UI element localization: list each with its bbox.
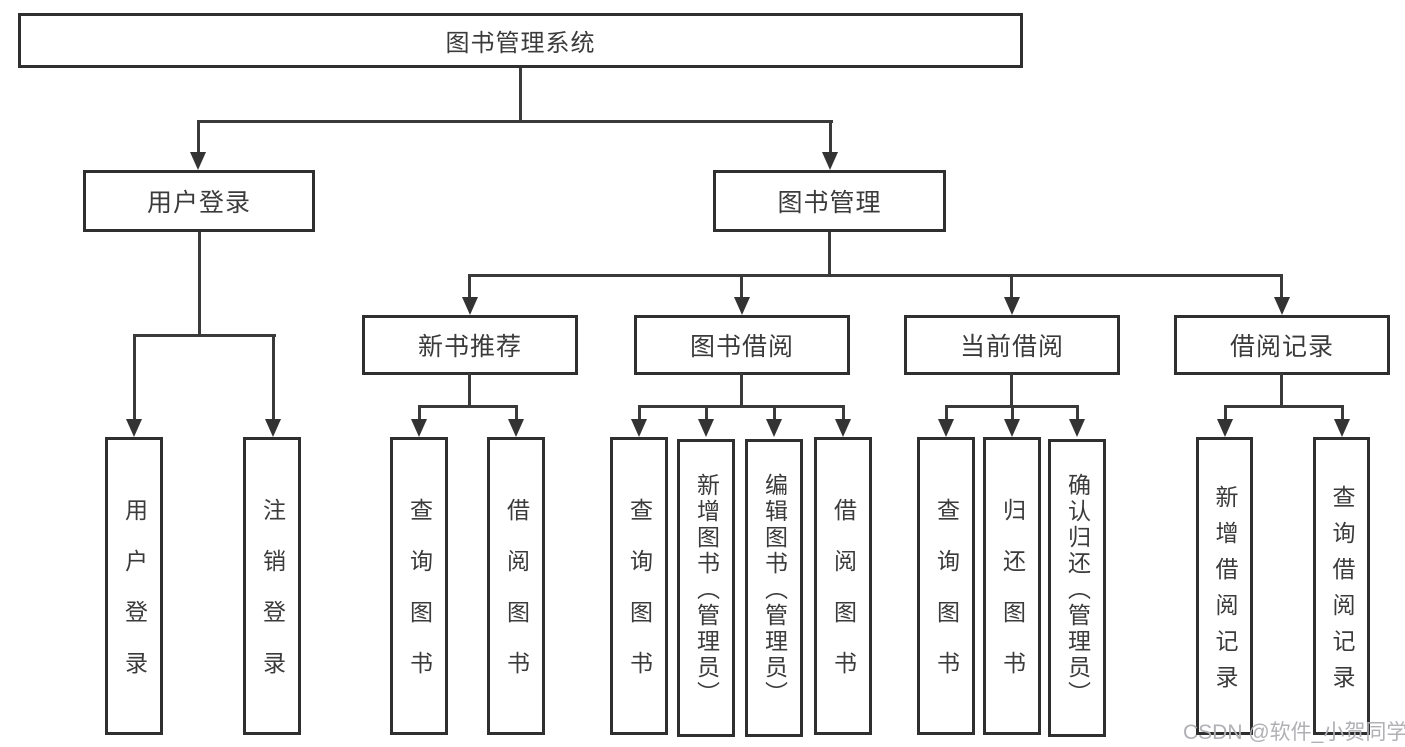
node-leaf-add-book-admin-label: 新增图书（管理员） — [693, 472, 720, 707]
node-leaf-query-books-recommend-label: 查询图书 — [406, 498, 433, 702]
node-borrowing-records-label: 借阅记录 — [1229, 333, 1334, 361]
connector-current-stem — [1010, 373, 1013, 407]
arrow-to-leaf-logout-icon — [265, 419, 281, 437]
connector-to-query-books-recommend — [418, 405, 421, 421]
connector-to-add-book-admin — [705, 405, 708, 421]
connector-root-crossbar — [197, 120, 833, 123]
connector-records-stem — [1280, 373, 1283, 407]
node-leaf-query-books-borrow-label: 查询图书 — [626, 498, 653, 702]
arrow-to-query-books-recommend-icon — [411, 419, 427, 437]
connector-to-edit-book-admin — [773, 405, 776, 421]
connector-to-leaf-logout — [272, 334, 275, 419]
connector-to-query-books-current — [945, 405, 948, 421]
arrow-to-borrow-books-recommend-icon — [508, 419, 524, 437]
arrow-to-borrow-books-icon — [835, 419, 851, 437]
connector-root-stem — [519, 68, 522, 122]
arrow-to-new-book-recommendation-icon — [462, 297, 478, 315]
node-leaf-logout: 注销登录 — [243, 437, 301, 735]
node-leaf-logout-label: 注销登录 — [259, 498, 286, 702]
node-leaf-edit-book-admin-label: 编辑图书（管理员） — [761, 472, 788, 707]
connector-to-confirm-return-admin — [1076, 405, 1079, 421]
connector-to-leaf-user-login — [133, 334, 136, 419]
node-leaf-query-borrow-record-label: 查询借阅记录 — [1329, 484, 1355, 701]
connector-to-query-books-borrow — [638, 405, 641, 421]
node-user-login: 用户登录 — [83, 170, 315, 232]
node-new-book-recommendation-label: 新书推荐 — [417, 333, 522, 361]
node-current-borrowing: 当前借阅 — [904, 315, 1120, 375]
arrow-to-book-borrowing-icon — [734, 297, 750, 315]
arrow-to-query-borrow-record-icon — [1334, 419, 1350, 437]
connector-borrowing-crossbar — [638, 405, 845, 408]
arrow-to-user-login-icon — [190, 152, 206, 170]
arrow-to-return-books-icon — [1004, 419, 1020, 437]
connector-to-borrow-books — [842, 405, 845, 421]
node-leaf-add-borrow-record-label: 新增借阅记录 — [1212, 484, 1238, 701]
node-leaf-borrow-books-recommend: 借阅图书 — [487, 437, 545, 735]
connector-to-add-borrow-record — [1224, 405, 1227, 421]
node-library-system: 图书管理系统 — [18, 13, 1023, 68]
connector-recommend-stem — [468, 373, 471, 407]
node-borrowing-records: 借阅记录 — [1174, 315, 1390, 375]
node-leaf-add-borrow-record: 新增借阅记录 — [1196, 437, 1253, 735]
node-leaf-user-login: 用户登录 — [105, 437, 163, 735]
connector-recommend-crossbar — [418, 405, 518, 408]
arrow-to-query-books-borrow-icon — [631, 419, 647, 437]
connector-to-return-books — [1011, 405, 1014, 421]
connector-borrowing-stem — [740, 373, 743, 407]
connector-to-borrowing-records — [1280, 274, 1283, 299]
connector-book-management-stem — [828, 232, 831, 276]
arrow-to-query-books-current-icon — [938, 419, 954, 437]
arrow-to-confirm-return-admin-icon — [1069, 419, 1085, 437]
node-leaf-return-books: 归还图书 — [983, 437, 1041, 735]
node-book-management: 图书管理 — [713, 170, 946, 232]
node-leaf-borrow-books: 借阅图书 — [814, 437, 872, 735]
arrow-to-current-borrowing-icon — [1004, 297, 1020, 315]
node-leaf-user-login-label: 用户登录 — [121, 498, 148, 702]
node-library-system-label: 图书管理系统 — [445, 30, 596, 57]
node-leaf-confirm-return-admin-label: 确认归还（管理员） — [1064, 472, 1091, 707]
node-book-borrowing-label: 图书借阅 — [689, 333, 794, 361]
connector-to-book-management — [829, 120, 832, 154]
node-book-management-label: 图书管理 — [777, 189, 882, 217]
connector-user-login-crossbar — [133, 334, 276, 337]
node-book-borrowing: 图书借阅 — [634, 315, 850, 375]
node-leaf-add-book-admin: 新增图书（管理员） — [677, 439, 735, 737]
arrow-to-borrowing-records-icon — [1274, 297, 1290, 315]
arrow-to-leaf-user-login-icon — [126, 419, 142, 437]
node-leaf-return-books-label: 归还图书 — [999, 498, 1026, 702]
node-new-book-recommendation: 新书推荐 — [362, 315, 578, 375]
node-leaf-query-books-recommend: 查询图书 — [390, 437, 448, 735]
node-leaf-borrow-books-recommend-label: 借阅图书 — [503, 498, 530, 702]
arrow-to-add-book-admin-icon — [698, 419, 714, 437]
node-leaf-confirm-return-admin: 确认归还（管理员） — [1048, 439, 1106, 737]
connector-to-borrow-books-recommend — [515, 405, 518, 421]
node-leaf-query-borrow-record: 查询借阅记录 — [1313, 437, 1370, 735]
node-leaf-edit-book-admin: 编辑图书（管理员） — [745, 439, 803, 737]
csdn-watermark: CSDN @软件_小贺同学 — [1183, 721, 1405, 744]
node-leaf-query-books-borrow: 查询图书 — [610, 437, 668, 735]
arrow-to-add-borrow-record-icon — [1217, 419, 1233, 437]
connector-to-current-borrowing — [1010, 274, 1013, 299]
connector-to-query-borrow-record — [1341, 405, 1344, 421]
connector-book-management-crossbar — [469, 274, 1283, 277]
connector-to-book-borrowing — [740, 274, 743, 299]
node-leaf-query-books-current-label: 查询图书 — [933, 498, 960, 702]
arrow-to-edit-book-admin-icon — [766, 419, 782, 437]
connector-to-user-login — [197, 120, 200, 154]
arrow-to-book-management-icon — [822, 152, 838, 170]
node-leaf-query-books-current: 查询图书 — [917, 437, 975, 735]
node-user-login-label: 用户登录 — [146, 189, 251, 217]
connector-to-new-book-recommendation — [468, 274, 471, 299]
connector-user-login-stem — [198, 232, 201, 336]
connector-records-crossbar — [1224, 405, 1344, 408]
node-current-borrowing-label: 当前借阅 — [959, 333, 1064, 361]
node-leaf-borrow-books-label: 借阅图书 — [830, 498, 857, 702]
